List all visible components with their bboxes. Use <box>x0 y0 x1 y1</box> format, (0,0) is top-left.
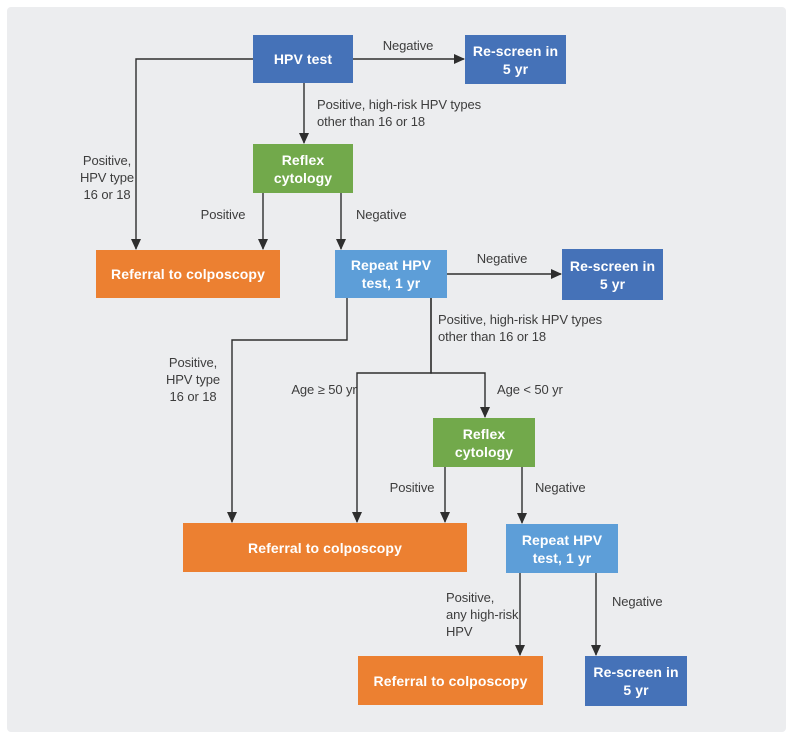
node-label: Reflex cytology <box>273 151 333 186</box>
node-label: Repeat HPV test, 1 yr <box>521 531 603 566</box>
node-label: Referral to colposcopy <box>373 672 528 689</box>
repeat-hpv-1-node: Repeat HPV test, 1 yr <box>335 250 447 298</box>
rescreen-5yr-2-node: Re-screen in 5 yr <box>562 249 663 300</box>
reflex-cytology-2-node: Reflex cytology <box>433 418 535 467</box>
label-negative-2: Negative <box>356 207 407 222</box>
reflex-cytology-1-node: Reflex cytology <box>253 144 353 193</box>
label-negative-1: Negative <box>382 38 434 53</box>
edge-repeat1-positive-16-18 <box>227 298 348 523</box>
rescreen-5yr-1-node: Re-screen in 5 yr <box>465 35 566 84</box>
label-age-lt-50: Age < 50 yr <box>497 382 563 397</box>
rescreen-5yr-3-node: Re-screen in 5 yr <box>585 656 687 706</box>
label-negative-4: Negative <box>535 480 586 495</box>
node-label: Re-screen in 5 yr <box>593 664 679 698</box>
node-label: Re-screen in 5 yr <box>472 42 559 77</box>
label-pos-highrisk-1: Positive, high-risk HPV types other than… <box>317 97 481 129</box>
hpv-test-node: HPV test <box>253 35 353 83</box>
label-age-ge-50: Age ≥ 50 yr <box>291 382 357 397</box>
label-pos-any-highrisk: Positive, any high-risk HPV <box>446 590 519 639</box>
node-label: Repeat HPV test, 1 yr <box>350 257 432 291</box>
node-label: Re-screen in 5 yr <box>569 257 656 292</box>
label-positive-2: Positive <box>389 480 435 495</box>
colposcopy-2-node: Referral to colposcopy <box>183 523 467 572</box>
node-label: Referral to colposcopy <box>111 266 265 282</box>
node-label: Referral to colposcopy <box>248 539 402 556</box>
label-pos-highrisk-2: Positive, high-risk HPV types other than… <box>438 312 602 344</box>
colposcopy-1-node: Referral to colposcopy <box>96 250 280 298</box>
label-negative-5: Negative <box>612 594 663 609</box>
label-pos-16-18-1: Positive, HPV type 16 or 18 <box>79 153 135 202</box>
repeat-hpv-2-node: Repeat HPV test, 1 yr <box>506 524 618 573</box>
node-label: Reflex cytology <box>454 425 514 460</box>
label-pos-16-18-2: Positive, HPV type 16 or 18 <box>165 355 221 404</box>
colposcopy-3-node: Referral to colposcopy <box>358 656 543 705</box>
node-label: HPV test <box>273 51 333 67</box>
label-negative-3: Negative <box>476 251 528 266</box>
label-positive-1: Positive <box>200 207 246 222</box>
